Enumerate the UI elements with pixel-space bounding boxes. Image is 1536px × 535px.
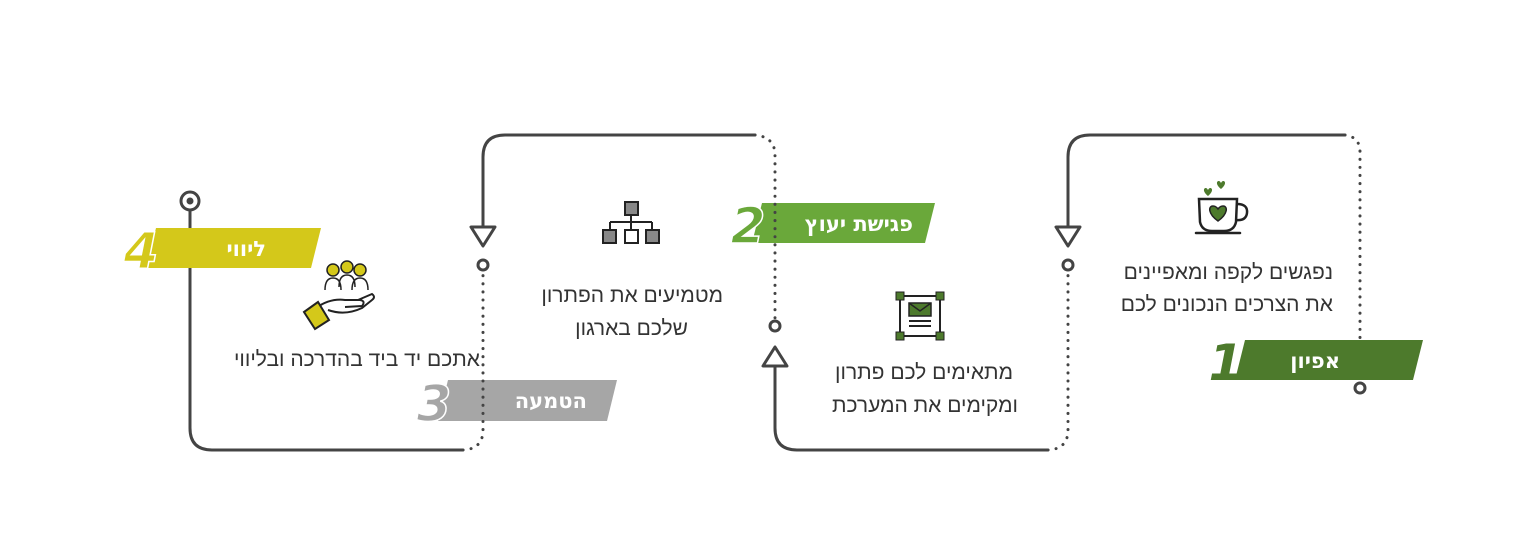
step-3-connector-dotted: [753, 133, 777, 320]
step-2-number: 2: [731, 197, 766, 255]
step-1-number: 1: [1209, 334, 1244, 392]
step-2-title: פגישת יעוץ: [805, 212, 913, 236]
org-chart-icon: [602, 201, 660, 244]
step-4-connector-dotted: [461, 273, 485, 452]
step-2-banner: [752, 203, 935, 243]
step-2-connector-solid: [773, 365, 1048, 452]
step-1-banner: [1235, 340, 1423, 380]
step-1-start-dot: [1061, 258, 1075, 272]
step-2-connector-dotted: [1046, 273, 1070, 452]
step-3-connector-solid: [481, 133, 755, 230]
step-4-end-target-center: [186, 197, 194, 205]
step-4-connector-solid: [188, 208, 463, 452]
step-1-connector-dotted: [1343, 133, 1362, 382]
step-1: 1 אפיון נפגשים לקפה ומאפיינים את הצרכים …: [1054, 133, 1423, 395]
step-1-description-line-2: את הצרכים הנכונים לכם: [1121, 293, 1333, 316]
step-3-description-line-1: מטמיעים את הפתרון: [541, 284, 723, 307]
step-2-start-dot: [768, 319, 782, 333]
step-2-description-line-1: מתאימים לכם פתרון: [835, 361, 1013, 384]
step-3-start-dot: [476, 258, 490, 272]
step-3-description-line-2: שלכם בארגון: [575, 317, 688, 340]
step-4-number: 4: [123, 222, 159, 280]
step-3-title: הטמעה: [515, 389, 587, 413]
step-1-description-line-1: נפגשים לקפה ומאפיינים: [1124, 261, 1333, 284]
document-frame-icon: [895, 291, 945, 341]
step-1-arrowhead: [1054, 225, 1082, 248]
step-2: 2 פגישת יעוץ מתאימים לכם פתרון ומקימים א…: [730, 196, 1070, 452]
coffee-cup-hearts-icon: [1194, 181, 1249, 235]
step-1-end-dot: [1353, 381, 1367, 395]
step-4: 4 ליווי אתכם יד ביד בהדרכה ובליווי: [122, 190, 485, 452]
step-3-arrowhead: [469, 225, 497, 248]
hand-holding-people-icon: [302, 260, 375, 331]
step-1-connector-solid: [1066, 133, 1345, 230]
step-4-description: אתכם יד ביד בהדרכה ובליווי: [234, 348, 480, 371]
step-2-arrowhead: [761, 345, 789, 368]
step-2-description-line-2: ומקימים את המערכת: [832, 394, 1018, 417]
step-3-number: 3: [417, 375, 452, 433]
step-3: 3 הטמעה מטמיעים את הפתרון שלכם בארגון: [416, 133, 777, 434]
step-1-title: אפיון: [1290, 349, 1340, 373]
step-4-title: ליווי: [227, 237, 267, 261]
step-4-banner: [146, 228, 321, 268]
